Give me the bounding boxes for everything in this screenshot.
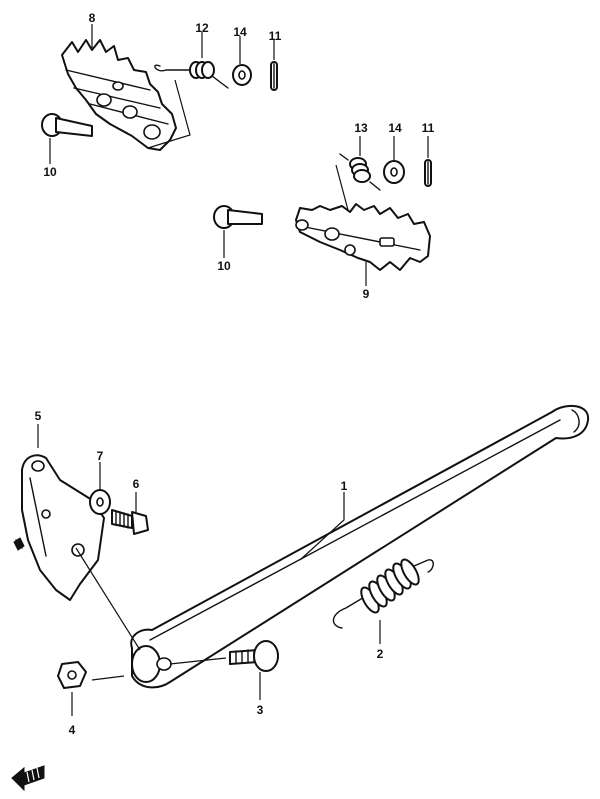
front-arrow-icon <box>11 765 45 792</box>
spring-2 <box>332 558 434 629</box>
left-footrest <box>61 39 177 151</box>
washer-14-mid-hole <box>390 167 398 177</box>
callout-4: 4 <box>69 723 76 737</box>
callout-7: 7 <box>97 449 104 463</box>
cotter-pin-11-mid <box>424 159 432 187</box>
pin-10-mid <box>213 205 263 229</box>
callout-2: 2 <box>377 647 384 661</box>
callout-13: 13 <box>354 121 368 135</box>
nut-4 <box>57 661 87 689</box>
callout-3: 3 <box>257 703 264 717</box>
callout-8: 8 <box>89 11 96 25</box>
spring-13 <box>339 153 381 191</box>
callout-9: 9 <box>363 287 370 301</box>
spring-12 <box>154 61 229 89</box>
callout-10-mid: 10 <box>217 259 231 273</box>
callout-11-top: 11 <box>269 29 282 43</box>
washer-14-top-hole <box>238 70 246 80</box>
cotter-pin-11-top <box>270 61 278 91</box>
bolt-6 <box>111 509 149 535</box>
callout-5: 5 <box>35 409 42 423</box>
callout-6: 6 <box>133 477 140 491</box>
bolt-3 <box>229 640 279 672</box>
callout-1: 1 <box>341 479 348 493</box>
callout-14-top: 14 <box>233 25 247 39</box>
callout-11-mid: 11 <box>422 121 435 135</box>
bracket-5 <box>13 454 105 601</box>
callout-10-top: 10 <box>43 165 57 179</box>
washer-7-hole <box>96 497 104 507</box>
right-footrest <box>295 203 431 271</box>
side-stand <box>130 404 590 689</box>
callout-14-mid: 14 <box>388 121 402 135</box>
callout-12: 12 <box>195 21 209 35</box>
pin-10-top <box>41 113 93 137</box>
